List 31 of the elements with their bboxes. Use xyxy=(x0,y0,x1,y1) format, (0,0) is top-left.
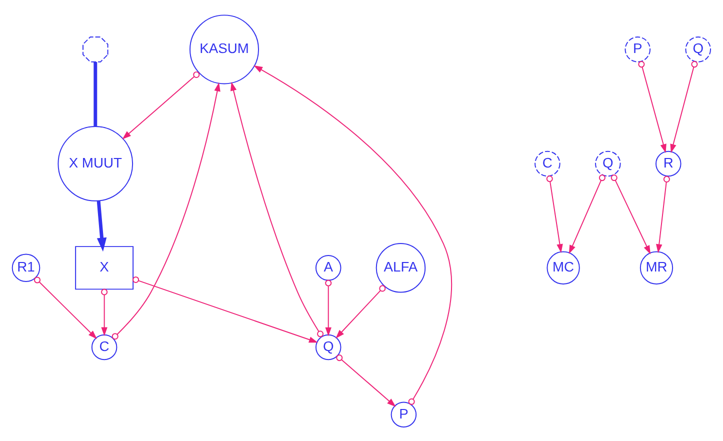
node-circle: P xyxy=(390,401,417,428)
node-circle: R xyxy=(656,150,682,176)
arrow xyxy=(132,276,318,342)
arrow xyxy=(112,82,220,340)
arrow xyxy=(638,60,666,153)
arrow xyxy=(610,174,651,254)
arrow xyxy=(254,64,452,404)
node-circle: Q xyxy=(595,150,621,176)
arrow xyxy=(96,200,107,252)
node-circle: MC xyxy=(546,250,580,284)
arrow xyxy=(101,288,108,336)
node-box: X xyxy=(75,246,134,290)
arrow xyxy=(568,174,606,254)
node-circle: C xyxy=(534,150,560,176)
arrow xyxy=(325,279,332,336)
node-cloud xyxy=(82,36,108,62)
node-circle: KASUM xyxy=(190,14,260,84)
arrow xyxy=(336,284,386,338)
connector xyxy=(94,62,98,126)
arrow xyxy=(670,60,698,153)
node-circle: P xyxy=(624,36,651,62)
arrow xyxy=(546,175,563,253)
arrow xyxy=(34,276,98,339)
node-circle: MR xyxy=(640,250,674,284)
arrow xyxy=(336,354,396,406)
node-circle: Q xyxy=(315,334,342,360)
node-circle: A xyxy=(315,254,342,280)
arrow xyxy=(230,81,324,337)
arrow xyxy=(656,175,670,253)
arrow xyxy=(122,70,200,139)
node-circle: Q xyxy=(685,36,712,62)
